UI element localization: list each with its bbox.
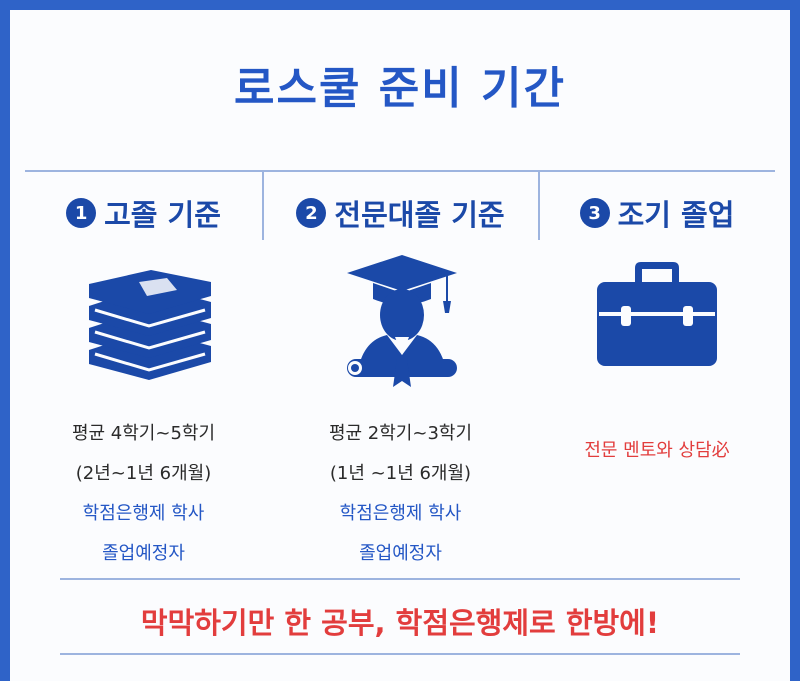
top-divider: [25, 170, 775, 172]
degree-label: 학점은행제 학사: [339, 503, 462, 524]
period-range: (2년~1년 6개월): [75, 463, 212, 484]
number-badge: 3: [579, 198, 610, 228]
bottom-divider-bottom: [60, 653, 740, 655]
column-divider-2: [538, 170, 540, 240]
column-divider-1: [262, 170, 264, 240]
books-icon: [89, 270, 211, 380]
number-badge: 2: [296, 198, 327, 228]
bottom-slogan: 막막하기만 한 공부, 학점은행제로 한방에!: [140, 606, 660, 640]
period-range: (1년 ~1년 6개월): [329, 463, 472, 484]
column-high-school: 1 고졸 기준 평균 4학기~5학기 (2년~1년 6개월) 학점은행제 학사 …: [25, 180, 262, 580]
bottom-divider-top: [60, 578, 740, 580]
column-heading-label: 조기 졸업: [617, 198, 735, 232]
page-title: 로스쿨 준비 기간: [234, 63, 566, 114]
consultation-note: 전문 멘토와 상담必: [584, 440, 730, 461]
infographic-card: 로스쿨 준비 기간 1 고졸 기준 평균 4학기~5학기 (2년~1년 6개월)…: [10, 10, 790, 681]
degree-label: 학점은행제 학사: [82, 503, 205, 524]
briefcase-icon: [597, 262, 717, 366]
column-heading: 2 전문대졸 기준: [263, 192, 538, 234]
column-heading-label: 고졸 기준: [104, 198, 221, 232]
degree-status: 졸업예정자: [102, 543, 185, 564]
graduate-icon: [347, 255, 457, 387]
average-semesters: 평균 2학기~3학기: [328, 423, 473, 444]
column-heading-label: 전문대졸 기준: [334, 198, 505, 232]
column-heading: 3 조기 졸업: [539, 192, 775, 234]
average-semesters: 평균 4학기~5학기: [71, 423, 216, 444]
column-heading: 1 고졸 기준: [25, 192, 262, 234]
column-early-graduation: 3 조기 졸업 전문 멘토와 상담必: [539, 180, 775, 580]
degree-status: 졸업예정자: [359, 543, 442, 564]
column-college: 2 전문대졸 기준 평균 2학기~3학기 (1년 ~1년 6개월) 학점은행제 …: [263, 180, 538, 580]
number-badge: 1: [66, 198, 97, 228]
